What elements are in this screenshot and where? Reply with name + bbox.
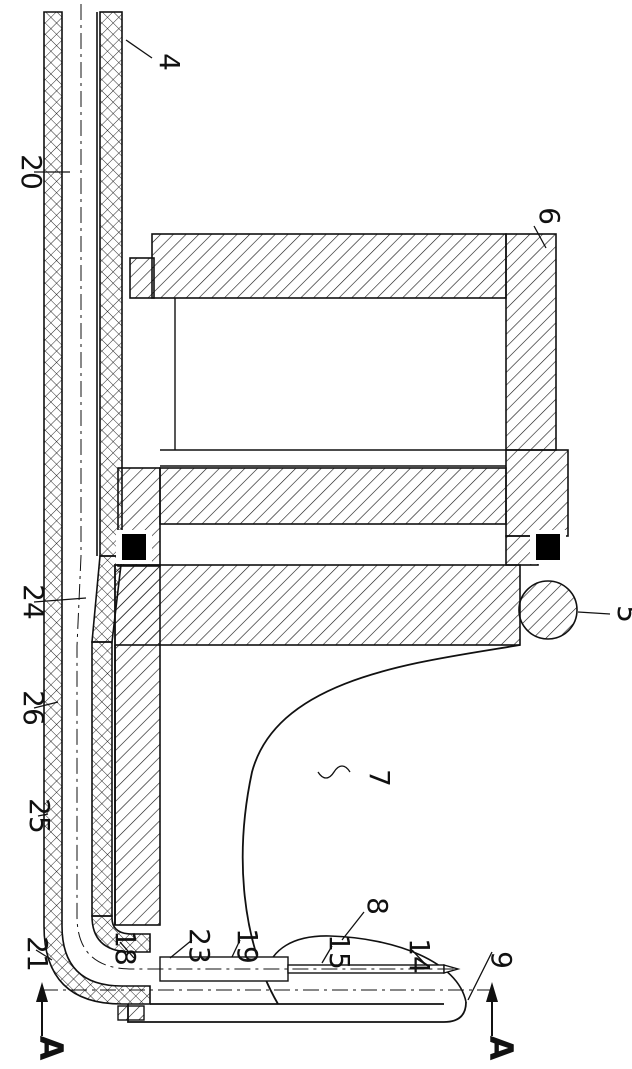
- ref-numeral-7: 7: [363, 769, 396, 787]
- leader-4: [125, 39, 153, 59]
- ref-numeral-20: 20: [15, 154, 48, 190]
- leader-23: [169, 939, 193, 959]
- ref-numeral-26: 26: [17, 690, 50, 726]
- ref-numeral-21: 21: [21, 936, 54, 972]
- ref-numeral-8: 8: [361, 897, 394, 915]
- ref-numeral-23: 23: [183, 928, 216, 964]
- reference-numerals: 4 20 6 24 5 26 25 7 21 18 23 19 8 15 14 …: [15, 53, 632, 1061]
- ref-numeral-25: 25: [23, 798, 56, 834]
- leader-18: [119, 941, 135, 959]
- leader-24: [33, 597, 87, 603]
- ref-numeral-5: 5: [611, 605, 632, 623]
- leader-9: [467, 951, 493, 1001]
- ref-numeral-18: 18: [109, 930, 142, 966]
- ref-numeral-15: 15: [323, 934, 356, 970]
- tube-cross-section: [43, 11, 151, 1005]
- body-bottom-clamp: [117, 1005, 145, 1021]
- section-letter-right: A: [482, 1036, 520, 1061]
- ref-numeral-24: 24: [17, 584, 50, 620]
- cap-lower-band: [159, 467, 507, 525]
- leader-14: [411, 949, 427, 966]
- section-arrow-right: [486, 982, 498, 1002]
- cap-right-end: [505, 233, 557, 451]
- seal-rings: [116, 530, 566, 564]
- cap-right-step: [505, 449, 569, 537]
- body-outer-profile: [241, 644, 521, 1005]
- ref-numeral-9: 9: [485, 951, 518, 969]
- tube-inner-bend: [91, 915, 151, 953]
- tube-inner-wall-lower: [91, 641, 113, 917]
- o-ring: [518, 580, 578, 640]
- tube-outer-wall: [43, 11, 151, 1005]
- cap-interior-lines: [160, 298, 506, 467]
- leader-lines: [33, 39, 611, 1001]
- section-line-aa: [36, 982, 498, 1036]
- cap-cross-section: [117, 233, 569, 567]
- ref-numeral-19: 19: [231, 928, 264, 964]
- leader-15: [321, 945, 333, 964]
- body-cross-section: [114, 564, 578, 1023]
- leader-8: [341, 911, 365, 941]
- section-letter-left: A: [32, 1036, 70, 1061]
- ref-numeral-4: 4: [153, 53, 186, 71]
- body-left-column: [114, 564, 161, 926]
- cap-left-step: [129, 257, 155, 299]
- body-top-flange: [114, 564, 521, 646]
- leader-5: [577, 611, 611, 615]
- leader-7-tilde: [317, 765, 351, 779]
- axis-centerline: [76, 4, 458, 970]
- seal-ring-right: [536, 534, 560, 560]
- leader-6: [533, 225, 547, 249]
- ref-numeral-14: 14: [403, 938, 436, 974]
- leader-21: [35, 949, 53, 961]
- section-arrow-left: [36, 982, 48, 1002]
- leader-26: [33, 701, 59, 709]
- ref-numeral-6: 6: [533, 207, 566, 225]
- leader-19: [231, 939, 241, 958]
- leader-25: [37, 813, 49, 817]
- cap-top-wall: [151, 233, 507, 299]
- body-rim-outline: [114, 645, 467, 1023]
- seal-ring-left: [122, 534, 146, 560]
